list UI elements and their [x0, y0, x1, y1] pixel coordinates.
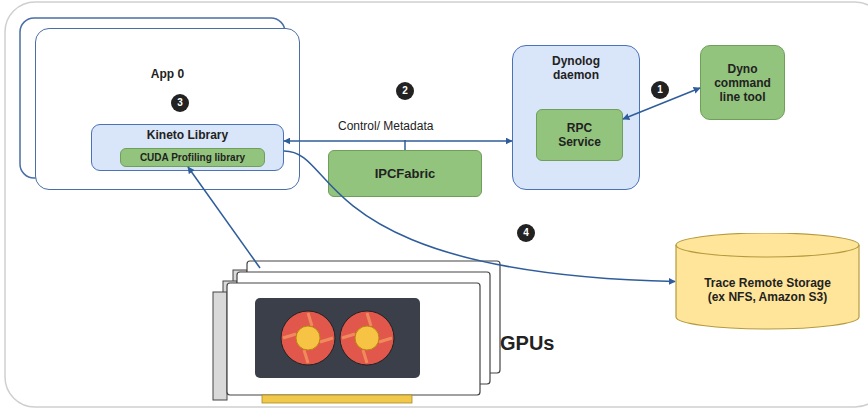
- process-box: IPCFabric: [328, 150, 482, 197]
- callout-number: 3: [171, 94, 189, 112]
- service-box: RPC Service: [536, 109, 623, 161]
- callout-number: 2: [396, 82, 414, 100]
- node-text: App 0: [151, 67, 184, 81]
- ipc-tap-line: [404, 140, 406, 150]
- node-text: CUDA Profiling library: [140, 152, 245, 163]
- node-text: IPCFabric: [375, 166, 436, 181]
- edge-label: Control/ Metadata: [338, 119, 433, 133]
- node-text: Dyno command line tool: [709, 62, 776, 104]
- daemon-box: Dynolog daemonRPC Service: [512, 45, 640, 190]
- connector-arrow: [284, 140, 512, 142]
- app-box: App 0 Kineto LibraryCUDA Profiling librar…: [35, 28, 300, 190]
- callout-number: 4: [517, 224, 535, 242]
- gpu-group: GPUs: [205, 258, 560, 408]
- gpu-illustration: [213, 261, 500, 403]
- library-box: CUDA Profiling library: [120, 148, 265, 167]
- storage-cylinder: Trace Remote Storage(ex NFS, Amazon S3): [675, 233, 860, 330]
- node-text: Kineto Library: [147, 128, 228, 142]
- tool-box: Dyno command line tool: [700, 45, 785, 120]
- host-frame: [5, 2, 868, 407]
- callout-number: 1: [651, 81, 669, 99]
- library-box: Kineto LibraryCUDA Profiling library: [91, 124, 284, 171]
- node-text: GPUs: [500, 332, 554, 355]
- node-text: Trace Remote Storage: [704, 276, 831, 290]
- node-text: Dynolog daemon: [535, 54, 617, 82]
- node-text: (ex NFS, Amazon S3): [708, 290, 828, 304]
- node-text: RPC Service: [551, 121, 608, 149]
